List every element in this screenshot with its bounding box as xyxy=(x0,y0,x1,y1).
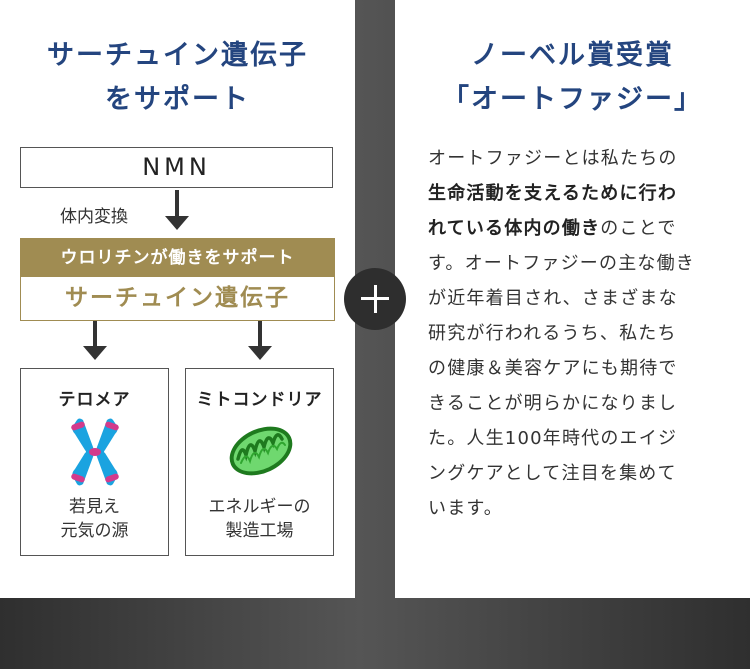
sirtuin-title-line2: をサポート xyxy=(105,84,250,115)
autophagy-description: オートファジーとは私たちの生命活動を支えるために行われている体内の働きのことです… xyxy=(428,141,728,526)
autophagy-title-line1: ノーベル賞受賞 xyxy=(471,40,674,71)
sirtuin-box: ウロリチンが働きをサポート サーチュイン遺伝子 xyxy=(20,238,335,321)
description-line: います。 xyxy=(428,491,728,526)
description-text: 研究が行われるうち、私たち xyxy=(428,323,677,344)
autophagy-title-line2: 「オートファジー」 xyxy=(442,84,703,115)
description-text: オートファジーとは私たちの xyxy=(428,148,678,169)
description-text: す。オートファジーの主な働き xyxy=(428,253,695,274)
description-line: ングケアとして注目を集めて xyxy=(428,456,728,491)
description-line: れている体内の働きのことで xyxy=(428,211,728,246)
sirtuin-title: サーチュイン遺伝子 をサポート xyxy=(0,34,355,122)
description-text: のことで xyxy=(600,218,677,239)
description-line: た。人生100年時代のエイジ xyxy=(428,421,728,456)
autophagy-title: ノーベル賞受賞 「オートファジー」 xyxy=(395,34,750,122)
description-text: が近年着目され、さまざまな xyxy=(428,288,678,309)
description-text: た。人生100年時代のエイジ xyxy=(428,428,678,449)
description-line: が近年着目され、さまざまな xyxy=(428,281,728,316)
mitochondria-desc-line1: エネルギーの xyxy=(208,497,311,517)
telomere-description: 若見え 元気の源 xyxy=(21,495,168,543)
telomere-desc-line2: 元気の源 xyxy=(60,521,129,541)
telomere-desc-line1: 若見え xyxy=(69,497,120,517)
mitochondria-description: エネルギーの 製造工場 xyxy=(186,495,333,543)
plus-icon xyxy=(344,268,406,330)
description-text: きることが明らかになりまし xyxy=(428,393,678,414)
description-line: の健康＆美容ケアにも期待で xyxy=(428,351,728,386)
description-line: きることが明らかになりまし xyxy=(428,386,728,421)
autophagy-panel: ノーベル賞受賞 「オートファジー」 xyxy=(395,0,750,598)
sirtuin-gene-label: サーチュイン遺伝子 xyxy=(65,285,290,311)
telomere-box: テロメア 若見え 元気の源 xyxy=(20,368,169,556)
description-text: の健康＆美容ケアにも期待で xyxy=(428,358,678,379)
description-line: 研究が行われるうち、私たち xyxy=(428,316,728,351)
description-bold-text: れている体内の働き xyxy=(428,218,601,239)
sirtuin-title-line1: サーチュイン遺伝子 xyxy=(47,40,308,71)
sirtuin-panel: サーチュイン遺伝子 をサポート NMN 体内変換 ウロリチンが働きをサポート サ… xyxy=(0,0,355,598)
description-line: 生命活動を支えるために行わ xyxy=(428,176,728,211)
chromosome-icon xyxy=(71,418,119,486)
nmn-box: NMN xyxy=(20,147,333,188)
description-text: ングケアとして注目を集めて xyxy=(428,463,677,484)
description-line: オートファジーとは私たちの xyxy=(428,141,728,176)
description-line: す。オートファジーの主な働き xyxy=(428,246,728,281)
mitochondria-desc-line2: 製造工場 xyxy=(225,521,294,541)
description-text: います。 xyxy=(428,498,503,519)
mitochondria-box: ミトコンドリア エネルギーの 製造工場 xyxy=(185,368,334,556)
mitochondria-icon xyxy=(229,426,293,476)
description-bold-text: 生命活動を支えるために行わ xyxy=(428,183,678,204)
mitochondria-title: ミトコンドリア xyxy=(196,390,323,410)
telomere-title: テロメア xyxy=(58,390,131,410)
conversion-label: 体内変換 xyxy=(60,207,128,227)
urolithin-header: ウロリチンが働きをサポート xyxy=(21,239,334,277)
